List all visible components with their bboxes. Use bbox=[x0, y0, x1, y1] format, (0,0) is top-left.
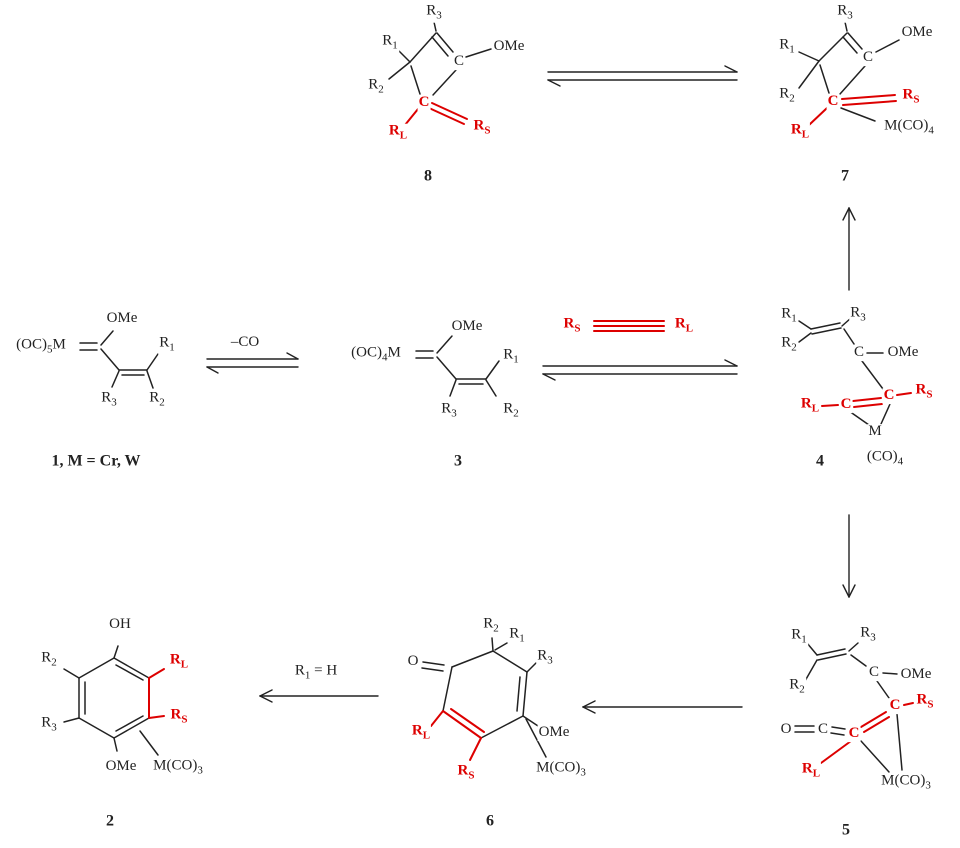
structure8-rl-label: RL bbox=[387, 122, 409, 143]
structure6-bonds bbox=[421, 637, 547, 761]
structure7-carbene-c-label: C bbox=[826, 93, 840, 110]
structure1-caption: 1, M = Cr, W bbox=[50, 452, 142, 471]
structure5-c1-label: C bbox=[847, 725, 861, 742]
structure7-r1-label: R1 bbox=[778, 36, 796, 57]
arrow-5-to-6 bbox=[582, 700, 743, 714]
structure5-c-label: C bbox=[867, 664, 881, 681]
structure3-bonds bbox=[415, 335, 500, 397]
structure4-metal-co-label: (CO)4 bbox=[865, 448, 905, 469]
structure5-ketene-c-label: C bbox=[816, 721, 830, 738]
structure5-metal-label: M(CO)3 bbox=[880, 772, 932, 793]
structure7-c-label: C bbox=[861, 49, 875, 66]
structure1-bonds bbox=[79, 330, 159, 389]
structure8-bonds bbox=[388, 21, 492, 126]
structure7-ome-label: OMe bbox=[900, 24, 934, 41]
co-loss-label: –CO bbox=[229, 334, 261, 351]
structure4-bonds bbox=[798, 317, 912, 426]
structure5-r2-label: R2 bbox=[788, 676, 806, 697]
tautomerization-label: R1 = H bbox=[293, 662, 339, 683]
structure6-r1-label: R1 bbox=[508, 625, 526, 646]
structure2-ome-label: OMe bbox=[104, 758, 138, 775]
alkyne-rl-label: RL bbox=[673, 315, 695, 336]
structure3-r2-label: R2 bbox=[502, 400, 520, 421]
arrow-4-to-5 bbox=[842, 514, 856, 598]
structure5-r3-label: R3 bbox=[859, 624, 877, 645]
structure5-bonds bbox=[794, 642, 914, 773]
alkyne-rs-label: RS bbox=[562, 315, 582, 336]
structure5-c2-label: C bbox=[888, 697, 902, 714]
structure4-c-label: C bbox=[852, 344, 866, 361]
structure7-caption: 7 bbox=[840, 167, 850, 186]
arrow-6-to-2 bbox=[259, 689, 379, 703]
structure4-r2-label: R2 bbox=[780, 334, 798, 355]
structure8-r1-label: R1 bbox=[381, 32, 399, 53]
structure7-rs-label: RS bbox=[901, 86, 921, 107]
structure6-caption: 6 bbox=[485, 812, 495, 831]
structure4-rl-label: RL bbox=[799, 395, 821, 416]
equilibrium-arrow-1-3 bbox=[206, 352, 299, 374]
structure7-rl-label: RL bbox=[789, 121, 811, 142]
structure6-rl-label: RL bbox=[410, 722, 432, 743]
structure3-ome-label: OMe bbox=[450, 318, 484, 335]
structure8-ome-label: OMe bbox=[492, 38, 526, 55]
structure1-metal-label: (OC)5M bbox=[15, 336, 67, 357]
structure8-carbene-c-label: C bbox=[417, 94, 431, 111]
arrow-4-to-7 bbox=[842, 207, 856, 291]
structure6-rs-label: RS bbox=[456, 762, 476, 783]
structure5-rs-label: RS bbox=[915, 691, 935, 712]
structure2-oh-label: OH bbox=[108, 616, 132, 633]
structure4-c2-label: C bbox=[882, 387, 896, 404]
structure4-caption: 4 bbox=[815, 452, 825, 471]
structure2-bonds bbox=[63, 645, 165, 756]
structure4-r3-label: R3 bbox=[849, 304, 867, 325]
structure3-r3-label: R3 bbox=[440, 400, 458, 421]
structure7-bonds bbox=[798, 21, 900, 126]
structure2-rl-label: RL bbox=[168, 651, 190, 672]
structure5-caption: 5 bbox=[841, 821, 851, 840]
structure8-c-label: C bbox=[452, 53, 466, 70]
structure6-metal-label: M(CO)3 bbox=[535, 759, 587, 780]
structure1-ome-label: OMe bbox=[105, 310, 139, 327]
structure7-r2-label: R2 bbox=[778, 85, 796, 106]
structure8-rs-label: RS bbox=[472, 117, 492, 138]
structure3-caption: 3 bbox=[453, 452, 463, 471]
structure8-caption: 8 bbox=[423, 167, 433, 186]
structure6-ome-label: OMe bbox=[537, 724, 571, 741]
structure8-r2-label: R2 bbox=[367, 76, 385, 97]
structure2-r3-label: R3 bbox=[40, 714, 58, 735]
structure1-r2-label: R2 bbox=[148, 389, 166, 410]
structure5-r1-label: R1 bbox=[790, 626, 808, 647]
structure7-r3-label: R3 bbox=[836, 2, 854, 23]
equilibrium-arrow-8-7 bbox=[547, 65, 738, 87]
structure2-caption: 2 bbox=[105, 812, 115, 831]
structure5-rl-label: RL bbox=[800, 760, 822, 781]
equilibrium-arrow-3-4 bbox=[542, 359, 738, 381]
structure4-r1-label: R1 bbox=[780, 305, 798, 326]
structure6-r2-label: R2 bbox=[482, 615, 500, 636]
structure4-metal-label: M bbox=[867, 423, 883, 440]
structure1-r1-label: R1 bbox=[158, 334, 176, 355]
structure4-c1-label: C bbox=[839, 396, 853, 413]
structure4-ome-label: OMe bbox=[886, 344, 920, 361]
structure2-rs-label: RS bbox=[169, 706, 189, 727]
alkyne-triple-bond bbox=[593, 320, 665, 332]
structure1-r3-label: R3 bbox=[100, 389, 118, 410]
structure4-rs-label: RS bbox=[914, 381, 934, 402]
structure6-r3-label: R3 bbox=[536, 647, 554, 668]
structure6-o-label: O bbox=[406, 653, 420, 670]
structure7-metal-label: M(CO)4 bbox=[883, 117, 935, 138]
structure8-r3-label: R3 bbox=[425, 2, 443, 23]
structure3-r1-label: R1 bbox=[502, 346, 520, 367]
structure2-metal-label: M(CO)3 bbox=[152, 757, 204, 778]
structure2-r2-label: R2 bbox=[40, 649, 58, 670]
structure5-o-label: O bbox=[779, 721, 793, 738]
structure5-ome-label: OMe bbox=[899, 666, 933, 683]
structure3-metal-label: (OC)4M bbox=[350, 344, 402, 365]
